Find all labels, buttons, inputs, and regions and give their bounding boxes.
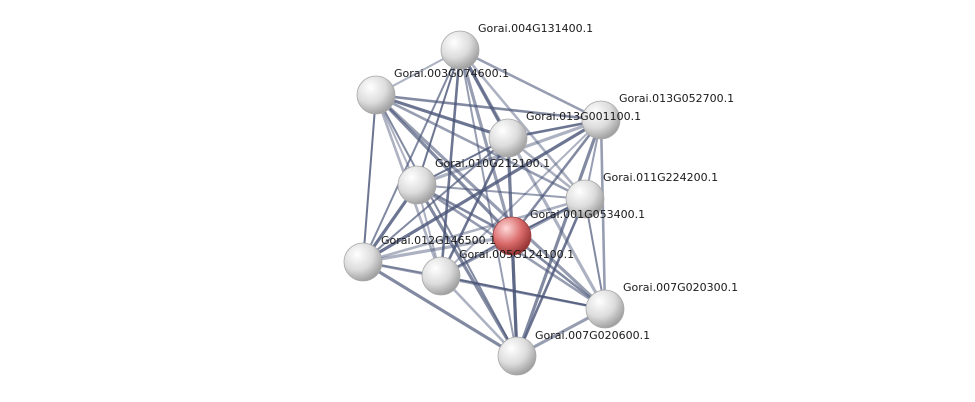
- protein-node[interactable]: [397, 165, 437, 205]
- protein-node[interactable]: [343, 242, 383, 282]
- edge-layer: [361, 48, 607, 358]
- interaction-edge: [440, 275, 606, 310]
- protein-node-label: Gorai.010G212100.1: [435, 157, 550, 170]
- protein-node[interactable]: [492, 216, 532, 256]
- interaction-edge: [361, 260, 519, 358]
- interaction-edge: [416, 184, 586, 200]
- protein-node[interactable]: [440, 30, 480, 70]
- protein-node[interactable]: [581, 100, 621, 140]
- interaction-edge: [361, 234, 514, 264]
- interaction-edge: [458, 48, 607, 311]
- protein-node[interactable]: [421, 256, 461, 296]
- interaction-edge: [375, 94, 518, 357]
- protein-node-label: Gorai.004G131400.1: [478, 22, 593, 35]
- interaction-edge: [374, 93, 514, 238]
- protein-node-label: Gorai.013G001100.1: [526, 110, 641, 123]
- interaction-edge: [515, 118, 603, 358]
- protein-node[interactable]: [356, 75, 396, 115]
- interaction-edge: [362, 94, 377, 263]
- interaction-edge: [510, 118, 603, 238]
- protein-node[interactable]: [565, 179, 605, 219]
- interaction-edge: [374, 93, 587, 201]
- protein-node-label: Gorai.007G020300.1: [623, 281, 738, 294]
- protein-node-label: Gorai.001G053400.1: [530, 208, 645, 221]
- interaction-edge: [415, 183, 519, 358]
- label-layer: Gorai.004G131400.1Gorai.003G074600.1Gora…: [381, 22, 738, 342]
- protein-node-label: Gorai.013G052700.1: [619, 92, 734, 105]
- protein-node-label: Gorai.012G146500.1: [381, 234, 496, 247]
- interaction-edge: [374, 93, 607, 311]
- interaction-edge: [361, 197, 587, 264]
- interaction-edge: [515, 197, 587, 358]
- protein-node-label: Gorai.005G124100.1: [459, 248, 574, 261]
- interaction-edge: [458, 48, 514, 238]
- protein-node[interactable]: [497, 336, 537, 376]
- protein-node[interactable]: [488, 118, 528, 158]
- protein-node[interactable]: [585, 289, 625, 329]
- interaction-edge: [458, 48, 587, 201]
- interaction-edge: [599, 118, 607, 311]
- interaction-edge: [374, 93, 603, 122]
- interaction-edge: [416, 49, 461, 186]
- protein-node-label: Gorai.007G020600.1: [535, 329, 650, 342]
- interaction-edge: [459, 49, 518, 357]
- node-layer: [343, 30, 625, 376]
- interaction-edge: [440, 119, 602, 277]
- interaction-edge: [510, 234, 607, 311]
- interaction-edge: [362, 49, 461, 263]
- interaction-edge: [374, 93, 510, 140]
- interaction-edge: [439, 136, 510, 278]
- interaction-edge: [458, 48, 603, 122]
- protein-node-label: Gorai.003G074600.1: [394, 67, 509, 80]
- interaction-edge: [510, 234, 519, 358]
- protein-node-label: Gorai.011G224200.1: [603, 171, 718, 184]
- interaction-edge: [362, 137, 509, 263]
